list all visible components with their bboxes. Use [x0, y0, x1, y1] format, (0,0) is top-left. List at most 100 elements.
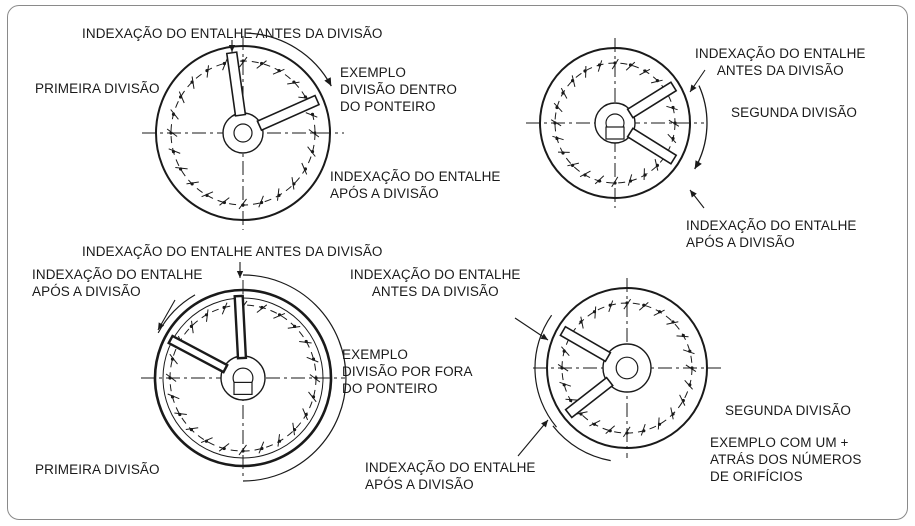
hole-tick: [676, 335, 689, 338]
hole-tick: [561, 346, 570, 357]
sector-arm-1: [626, 81, 678, 119]
hole-tick: [654, 158, 659, 171]
hole-tick: [638, 302, 649, 311]
label-tr-after-division: INDEXAÇÃO DO ENTALHE APÓS A DIVISÃO: [686, 218, 857, 250]
hole-tick: [560, 87, 568, 99]
label-tl-before-division: INDEXAÇÃO DO ENTALHE ANTES DA DIVISÃO: [82, 26, 383, 41]
hole-tick: [666, 105, 678, 111]
hole-tick: [580, 316, 584, 329]
leader-arrow-1: [228, 45, 236, 52]
hole-tick: [185, 427, 199, 430]
hole-tick: [170, 109, 179, 120]
hole-tick: [206, 65, 209, 78]
label-tl-example-inside-pointer: EXEMPLO DIVISÃO DENTRO DO PONTEIRO: [340, 65, 457, 114]
hole-tick: [597, 60, 603, 72]
hole-tick: [258, 195, 264, 208]
hole-tick: [666, 321, 679, 325]
hole-tick: [201, 191, 214, 198]
hole-tick: [611, 58, 619, 70]
label-br-example-plus-behind-numbers: EXEMPLO COM UM + ATRÁS DOS NÚMEROS DE OR…: [710, 435, 862, 484]
hole-tick: [302, 408, 309, 421]
hole-tick: [166, 128, 178, 137]
hole-tick: [200, 437, 213, 444]
hole-tick: [627, 174, 633, 186]
outer-division-arc-1: [242, 274, 347, 482]
hole-tick: [299, 341, 312, 344]
hole-tick: [639, 68, 651, 76]
label-tl-after-division: INDEXAÇÃO DO ENTALHE APÓS A DIVISÃO: [330, 169, 501, 201]
hole-tick: [169, 353, 178, 365]
leader-arrow-2: [690, 190, 697, 198]
boss-circle: [233, 123, 253, 143]
hole-tick: [667, 133, 677, 144]
hole-tick: [622, 426, 631, 438]
hole-tick: [565, 398, 578, 401]
hole-tick: [589, 420, 601, 427]
hole-tick: [191, 320, 194, 334]
hole-tick: [301, 162, 308, 175]
hole-tick: [291, 177, 295, 190]
hole-tick: [557, 363, 569, 372]
hole-tick: [165, 373, 177, 382]
outer-division-arc-2: [552, 425, 611, 462]
hole-tick: [258, 441, 265, 454]
label-tr-second-division: SEGUNDA DIVISÃO: [731, 105, 858, 120]
figure-frame: [7, 5, 908, 520]
hole-tick: [579, 170, 591, 178]
label-bl-example-outside-pointer: EXEMPLO DIVISÃO POR FORA DO PONTEIRO: [342, 347, 473, 396]
hole-tick: [186, 181, 199, 185]
leader-arrow-1: [540, 333, 548, 340]
dividing-plate-top-right: [526, 38, 708, 209]
label-br-after-division: INDEXAÇÃO DO ENTALHE APÓS A DIVISÃO: [365, 460, 536, 492]
hole-tick: [571, 75, 576, 88]
hole-tick: [221, 302, 228, 315]
hub-circle: [594, 102, 636, 144]
sector-arm-2: [626, 127, 678, 165]
leader-arrow-1: [158, 322, 165, 330]
hole-tick: [178, 91, 185, 104]
sector-arm-2: [564, 376, 614, 419]
hole-tick: [605, 425, 616, 434]
hole-tick: [307, 146, 316, 157]
hole-tick: [292, 422, 295, 436]
slot-mark: [605, 126, 625, 140]
outer-division-arc-1: [534, 314, 557, 428]
label-br-second-division: SEGUNDA DIVISÃO: [725, 403, 852, 418]
hole-tick: [256, 304, 268, 313]
hole-tick: [218, 443, 230, 452]
hole-tick: [308, 129, 320, 138]
sector-arm-2: [167, 334, 229, 374]
hole-tick: [306, 356, 319, 363]
hole-tick: [277, 434, 280, 447]
hole-tick: [559, 381, 572, 387]
label-bl-before-division: INDEXAÇÃO DO ENTALHE ANTES DA DIVISÃO: [82, 244, 383, 259]
sector-arm-1: [225, 51, 247, 117]
hole-tick: [567, 162, 580, 167]
hole-tick: [653, 309, 665, 316]
division-arc-arrow-1: [246, 32, 332, 87]
hole-tick: [684, 379, 693, 390]
hole-tick: [611, 176, 619, 188]
hole-tick: [191, 76, 195, 89]
hole-tick: [625, 61, 636, 71]
hole-tick: [685, 364, 697, 373]
hole-tick: [239, 56, 248, 68]
hole-tick: [219, 197, 230, 206]
hole-tick: [670, 407, 674, 420]
hole-tick: [174, 412, 187, 415]
hole-tick: [679, 394, 686, 406]
hole-tick: [256, 60, 267, 69]
hole-tick: [287, 81, 300, 85]
label-tl-first-division: PRIMEIRA DIVISÃO: [35, 81, 160, 96]
hub-circle: [222, 112, 264, 154]
dividing-plate-bottom-right: [514, 278, 721, 462]
dividing-plate-top-left: [142, 32, 344, 230]
hole-tick: [167, 393, 180, 400]
hub-circle: [602, 343, 652, 393]
label-bl-first-division: PRIMEIRA DIVISÃO: [35, 462, 160, 477]
leader-arrow-1: [690, 84, 697, 92]
hole-tick: [650, 79, 663, 84]
hole-tick: [175, 167, 188, 170]
hole-tick: [206, 309, 209, 322]
